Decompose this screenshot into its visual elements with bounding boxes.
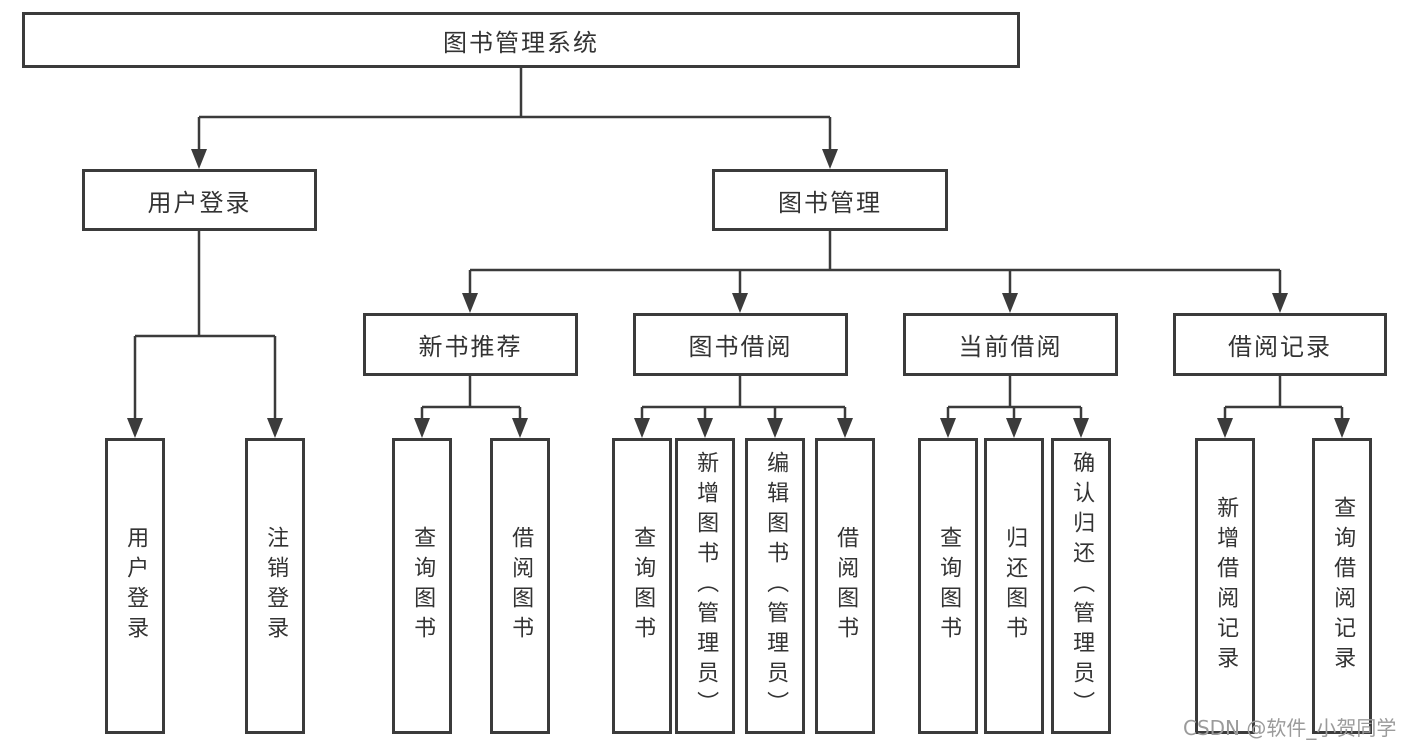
leaf-query-book-current: 查询图书	[918, 438, 978, 734]
leaf-logout: 注销登录	[245, 438, 305, 734]
connector-root-to-level2	[197, 68, 832, 155]
leaf-user-login: 用户登录	[105, 438, 165, 734]
connector-current-borrow-to-leaves	[946, 376, 1083, 424]
node-new-book-recommend: 新书推荐	[363, 313, 578, 376]
csdn-watermark: CSDN @软件_小贺同学	[1183, 716, 1397, 740]
arrowheads-user-login-leaves	[127, 418, 283, 438]
leaf-add-borrow-record: 新增借阅记录	[1195, 438, 1255, 734]
leaf-query-borrow-record: 查询借阅记录	[1312, 438, 1372, 734]
leaf-edit-book-admin: 编辑图书（管理员）	[745, 438, 805, 734]
leaf-query-book-newrec: 查询图书	[392, 438, 452, 734]
connector-borrow-records-to-leaves	[1223, 376, 1344, 424]
arrowheads-borrow-records-leaves	[1217, 418, 1350, 438]
arrowheads-new-book-rec-leaves	[414, 418, 528, 438]
arrowheads-current-borrow-leaves	[940, 418, 1089, 438]
node-book-management: 图书管理	[712, 169, 948, 231]
leaf-borrow-book-borrow: 借阅图书	[815, 438, 875, 734]
connector-new-book-rec-to-leaves	[420, 376, 522, 424]
node-book-borrow: 图书借阅	[633, 313, 848, 376]
leaf-query-book-borrow: 查询图书	[612, 438, 672, 734]
arrowheads-level2	[191, 149, 838, 169]
arrowheads-level3	[462, 293, 1288, 313]
connector-book-mgmt-to-level3	[468, 231, 1282, 299]
arrowheads-book-borrow-leaves	[634, 418, 853, 438]
connector-book-borrow-to-leaves	[640, 376, 847, 424]
leaf-borrow-book-newrec: 借阅图书	[490, 438, 550, 734]
node-user-login: 用户登录	[82, 169, 317, 231]
leaf-confirm-return-admin: 确认归还（管理员）	[1051, 438, 1111, 734]
node-root-library-system: 图书管理系统	[22, 12, 1020, 68]
node-current-borrow: 当前借阅	[903, 313, 1118, 376]
leaf-return-book: 归还图书	[984, 438, 1044, 734]
connector-user-login-to-leaves	[133, 231, 277, 424]
node-borrow-records: 借阅记录	[1173, 313, 1387, 376]
leaf-add-book-admin: 新增图书（管理员）	[675, 438, 735, 734]
